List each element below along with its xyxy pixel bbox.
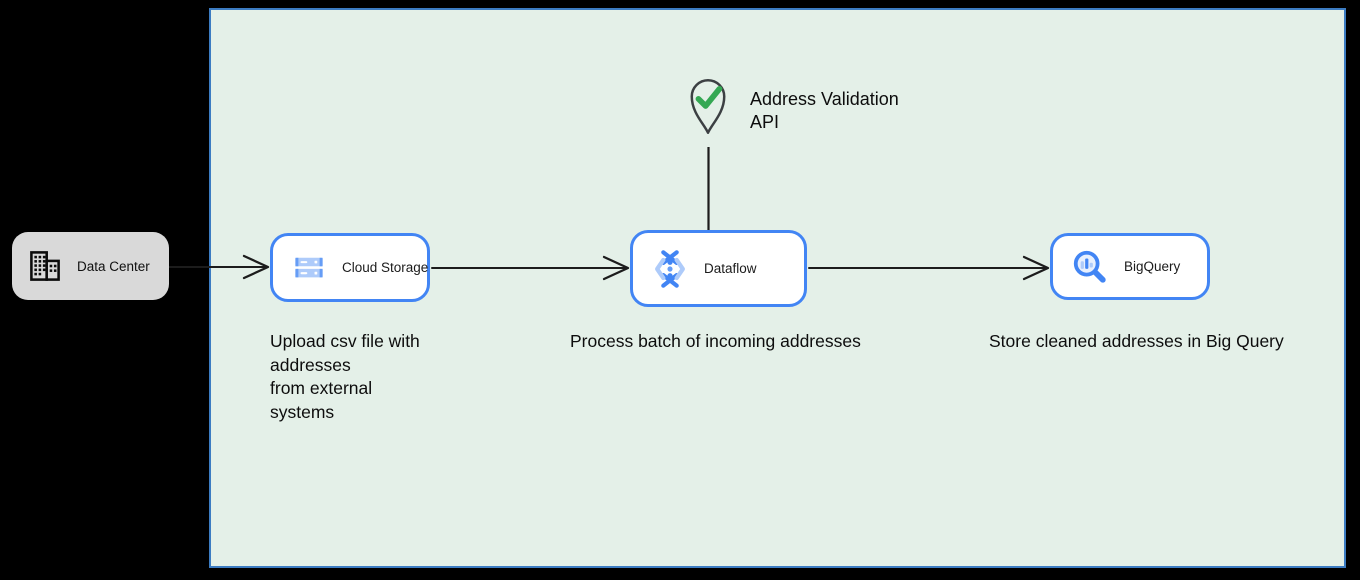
node-bigquery[interactable]: BigQuery [1050,233,1210,300]
node-data-center[interactable]: Data Center [12,232,169,300]
caption-bigquery: Store cleaned addresses in Big Query [989,331,1284,351]
node-label: Data Center [77,258,150,274]
bigquery-icon [1073,250,1106,283]
node-label: Dataflow [704,261,757,276]
address-validation-api-label: Address Validation API [750,89,899,132]
caption-cloud-storage: Upload csv file with addresses from exte… [270,331,420,422]
cloud-storage-icon [295,257,323,277]
data-center-building-icon [30,251,60,281]
node-dataflow[interactable]: Dataflow [630,230,807,307]
map-pin-check-icon [690,78,726,134]
address-validation-api-node[interactable] [687,76,729,136]
dataflow-icon [655,249,685,288]
node-cloud-storage[interactable]: Cloud Storage [270,233,430,302]
node-label: Cloud Storage [342,260,429,275]
caption-dataflow: Process batch of incoming addresses [570,331,861,351]
node-label: BigQuery [1124,259,1181,274]
